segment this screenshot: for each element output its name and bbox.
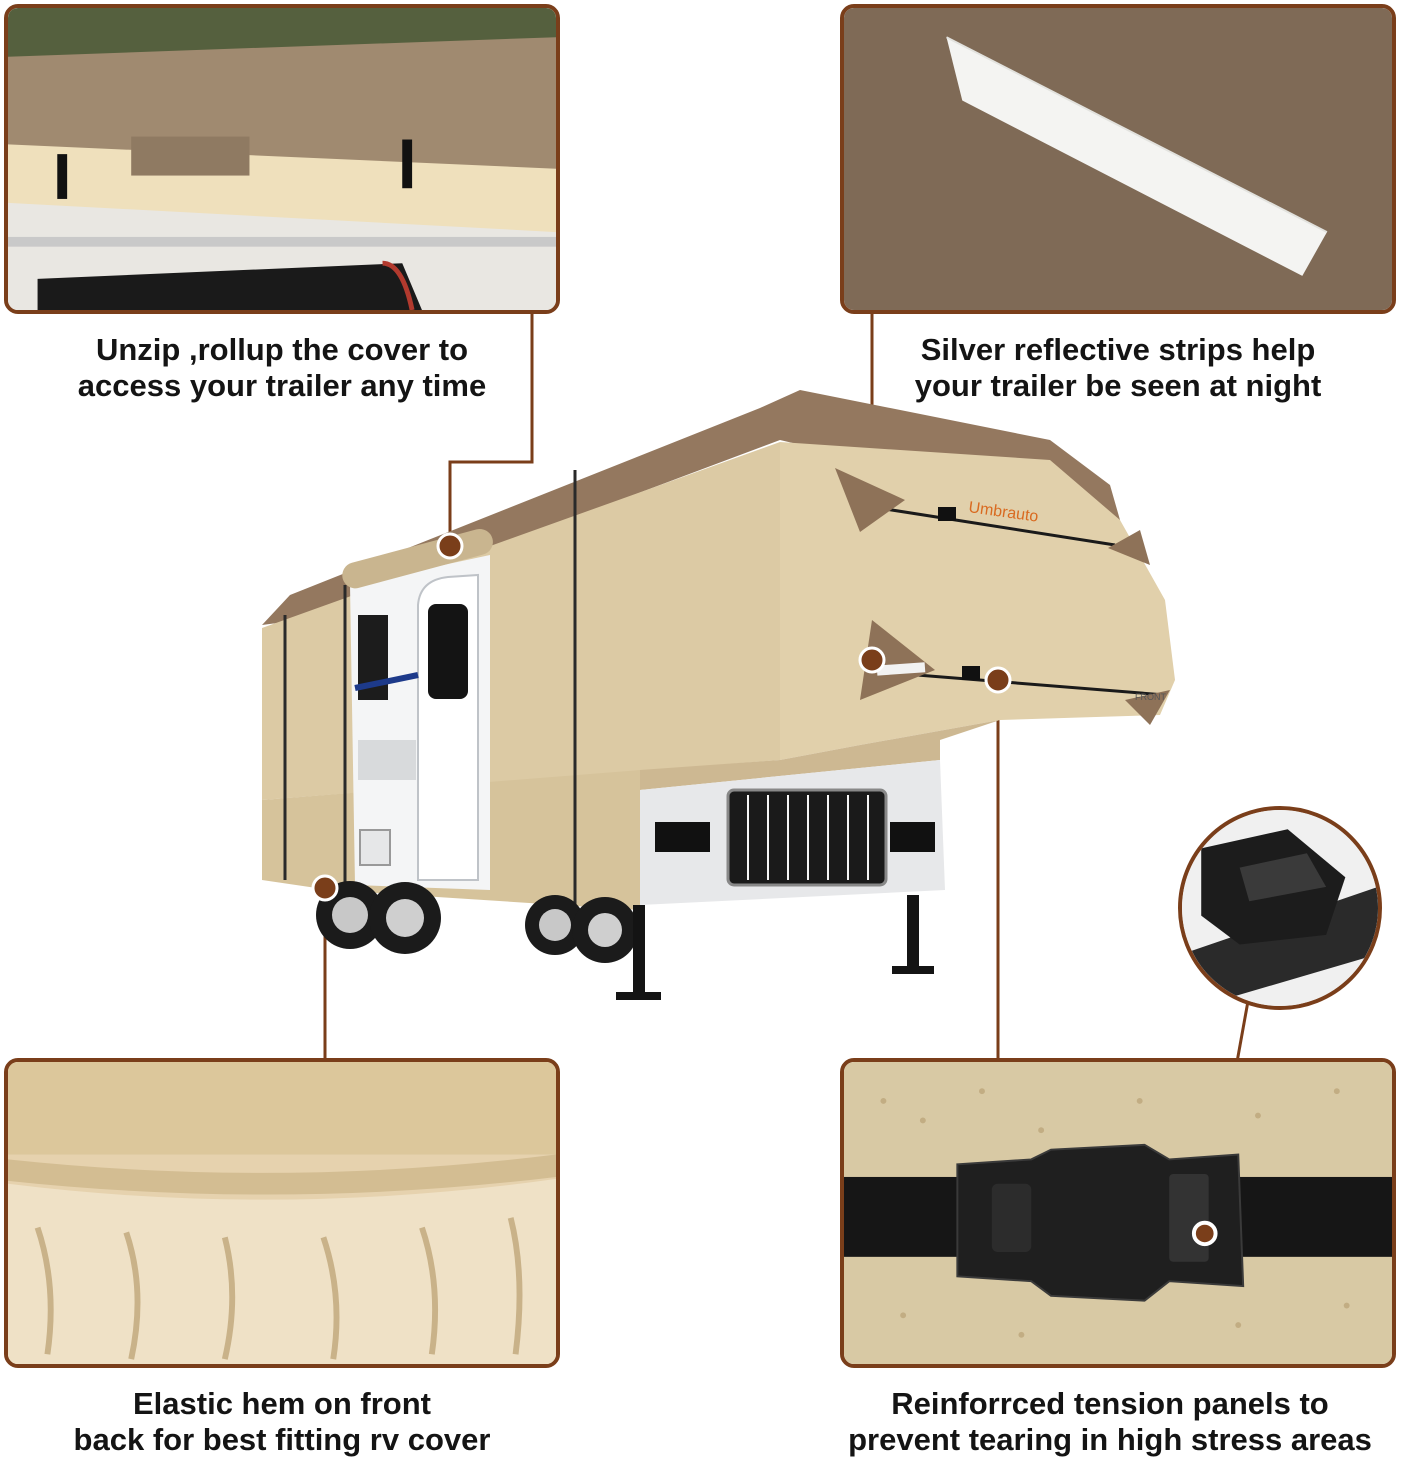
rollup-photo-panel bbox=[4, 4, 560, 314]
reflective-caption: Silver reflective strips help your trail… bbox=[914, 332, 1322, 403]
tension-panel-photo-panel bbox=[840, 1058, 1396, 1368]
elastic-hem-photo-panel bbox=[4, 1058, 560, 1368]
front-label: FRONT bbox=[1135, 692, 1166, 702]
buckle-closeup-inset bbox=[1178, 806, 1382, 1010]
rollup-caption: Unzip ,rollup the cover to access your t… bbox=[77, 332, 487, 403]
tension-caption: Reinforrced tension panels to prevent te… bbox=[848, 1386, 1372, 1457]
elastic-caption: Elastic hem on front back for best fitti… bbox=[73, 1386, 491, 1457]
brand-label: Umbrauto bbox=[967, 499, 1039, 526]
reflective-strip-photo-panel bbox=[840, 4, 1396, 314]
